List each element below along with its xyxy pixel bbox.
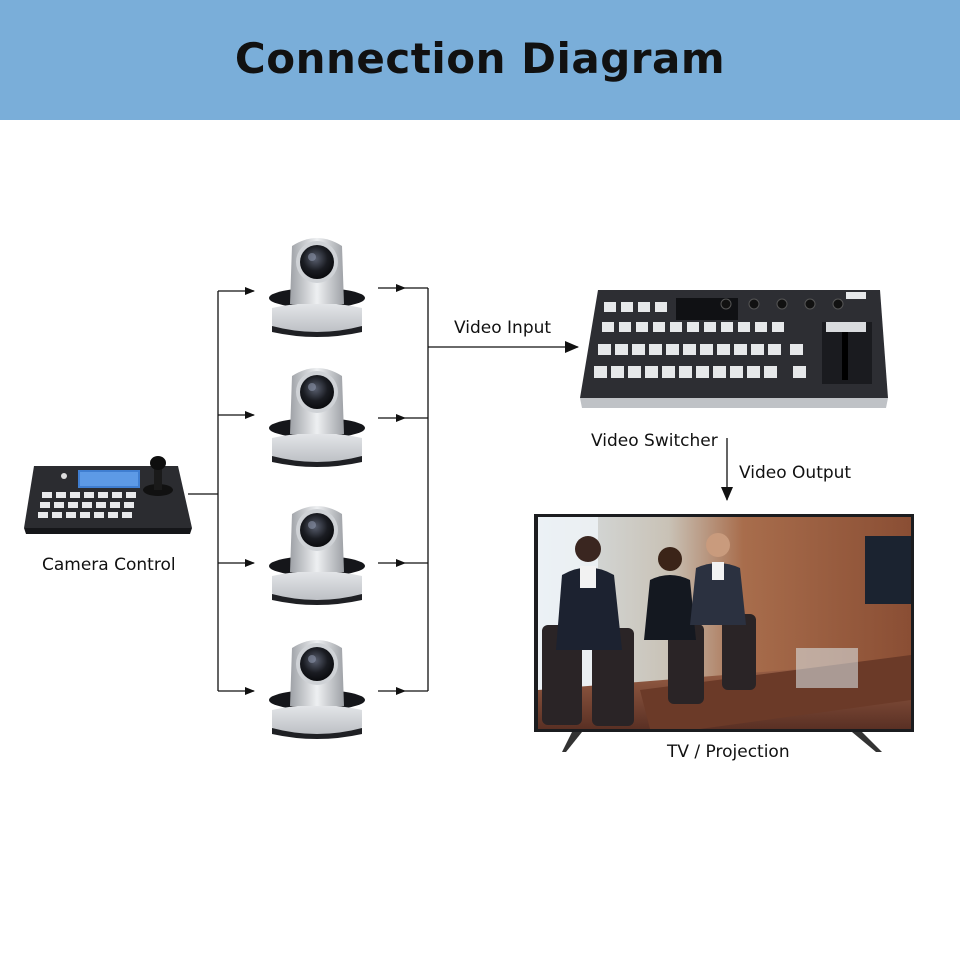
person-1 [556, 536, 622, 650]
video-output-label: Video Output [739, 463, 852, 483]
ptz-camera-2 [269, 368, 365, 467]
tv-projection-label: TV / Projection [667, 742, 790, 762]
glass-box [796, 648, 858, 688]
video-input-label: Video Input [454, 318, 552, 338]
tv-display [534, 514, 914, 752]
ptz-camera-1 [269, 238, 365, 337]
ptz-camera-3 [269, 506, 365, 605]
connection-lines [188, 284, 733, 695]
camera-control-keyboard [24, 456, 192, 534]
video-switcher [580, 290, 888, 408]
joystick-icon [143, 456, 173, 496]
person-3 [690, 533, 746, 625]
page-title: Connection Diagram [234, 34, 726, 83]
switcher-knobs [720, 298, 844, 310]
switcher-buttons [594, 302, 806, 378]
header-banner [0, 0, 960, 120]
video-switcher-label: Video Switcher [591, 431, 718, 451]
t-bar-fader [822, 322, 872, 384]
camera-control-label: Camera Control [42, 555, 176, 575]
ptz-camera-4 [269, 640, 365, 739]
controller-keys [38, 492, 136, 518]
person-2 [644, 547, 696, 640]
